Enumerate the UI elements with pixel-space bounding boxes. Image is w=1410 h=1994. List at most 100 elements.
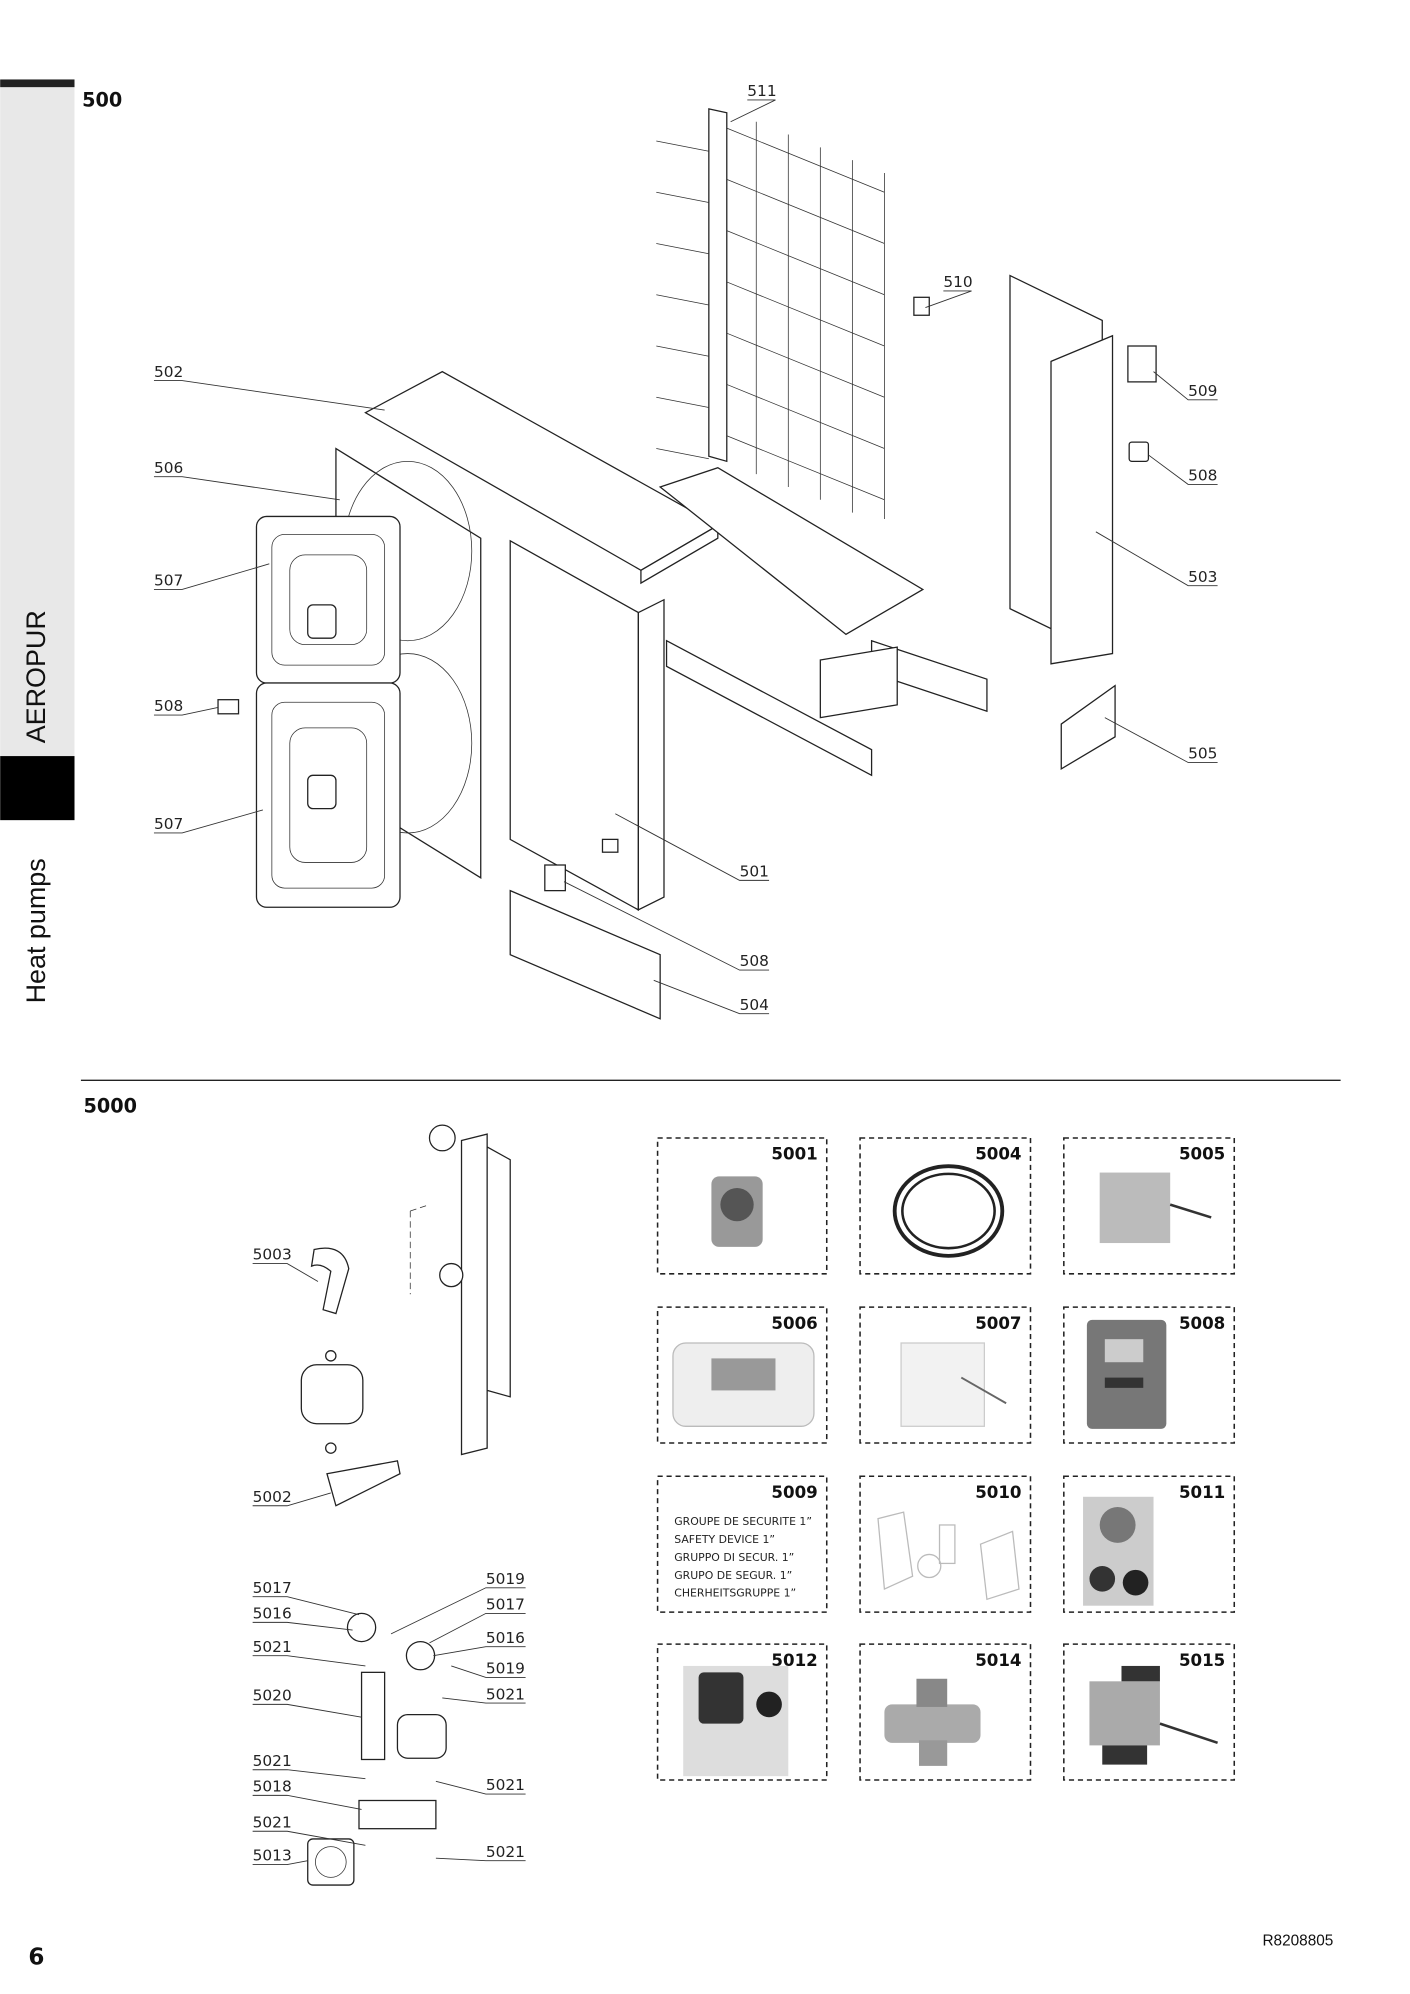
callout-509: 509	[1153, 371, 1218, 401]
svg-text:5021: 5021	[253, 1752, 292, 1770]
fan-guard-507	[255, 515, 401, 908]
svg-text:5007: 5007	[975, 1314, 1021, 1333]
callouts-500: 511 510 502 509 506 508 503 507 508 505 …	[153, 82, 1218, 1015]
callout-5002: 5002	[252, 1488, 331, 1507]
svg-text:5019: 5019	[486, 1570, 525, 1588]
callout-506: 506	[153, 459, 340, 501]
svg-text:5013: 5013	[253, 1847, 292, 1865]
callout-502: 502	[153, 363, 385, 411]
box-5012: 5012	[656, 1643, 828, 1781]
svg-text:5003: 5003	[253, 1246, 292, 1264]
brand-label: AEROPUR	[21, 610, 51, 743]
svg-text:5021: 5021	[486, 1776, 525, 1794]
safety-device-de: CHERHEITSGRUPPE 1”	[674, 1587, 796, 1600]
svg-text:508: 508	[154, 697, 183, 715]
svg-text:509: 509	[1188, 382, 1217, 400]
svg-text:5005: 5005	[1179, 1145, 1225, 1164]
svg-text:5021: 5021	[486, 1843, 525, 1861]
callout-507a: 507	[153, 563, 270, 590]
box-5010: 5010	[859, 1475, 1032, 1613]
valve-actuator-image	[1089, 1665, 1219, 1765]
three-way-valve-image	[884, 1678, 981, 1766]
svg-text:5009: 5009	[771, 1483, 817, 1502]
callout-504: 504	[653, 979, 770, 1015]
safety-device-fr: GROUPE DE SECURITE 1”	[674, 1515, 812, 1528]
callout-5021f: 5021	[435, 1843, 526, 1862]
cable-coil-image	[892, 1164, 1005, 1258]
category-label: Heat pumps	[21, 858, 51, 1003]
box-5004: 5004	[859, 1137, 1032, 1275]
callout-508a: 508	[1148, 454, 1218, 485]
svg-text:507: 507	[154, 815, 183, 833]
box-5001: 5001	[656, 1137, 828, 1275]
sensor-image	[900, 1342, 1007, 1427]
svg-text:503: 503	[1188, 568, 1217, 586]
callout-5021a: 5021	[252, 1638, 366, 1667]
svg-text:5004: 5004	[975, 1145, 1021, 1164]
safety-device-es: GRUPO DE SEGUR. 1”	[674, 1569, 792, 1582]
svg-text:5012: 5012	[771, 1651, 817, 1670]
svg-text:5017: 5017	[486, 1596, 525, 1614]
box-5015: 5015	[1063, 1643, 1236, 1781]
callout-5016b: 5016	[433, 1629, 526, 1657]
motor-actuator-image	[683, 1665, 789, 1777]
svg-text:5006: 5006	[771, 1314, 817, 1333]
section-title-5000: 5000	[83, 1094, 136, 1117]
box-5011: 5011	[1063, 1475, 1236, 1613]
safety-group-insulation-image	[877, 1511, 1020, 1601]
svg-text:507: 507	[154, 572, 183, 590]
callout-5013: 5013	[252, 1847, 308, 1866]
svg-text:508: 508	[740, 952, 769, 970]
svg-text:502: 502	[154, 363, 183, 381]
callout-5021d: 5021	[435, 1776, 526, 1795]
svg-text:5016: 5016	[253, 1605, 292, 1623]
callout-5017b: 5017	[429, 1596, 526, 1644]
svg-text:506: 506	[154, 459, 183, 477]
box-5008: 5008	[1063, 1306, 1236, 1444]
accessory-grid: 5001 5004 5005 5006 5007 5008 5009 GROUP…	[656, 1137, 1236, 1781]
svg-text:511: 511	[747, 82, 776, 100]
callout-5016a: 5016	[252, 1605, 353, 1631]
callout-5021e: 5021	[252, 1813, 366, 1846]
svg-text:5017: 5017	[253, 1579, 292, 1597]
circulator-pump-image	[711, 1176, 763, 1247]
callout-510: 510	[925, 273, 973, 308]
actuator-image	[1099, 1172, 1212, 1244]
svg-text:508: 508	[1188, 467, 1217, 485]
svg-text:5021: 5021	[486, 1685, 525, 1703]
svg-text:5021: 5021	[253, 1813, 292, 1831]
svg-text:5021: 5021	[253, 1638, 292, 1656]
callout-501: 501	[615, 813, 770, 881]
rear-grille-511	[656, 108, 885, 520]
controller-image	[1086, 1319, 1167, 1429]
svg-text:505: 505	[1188, 745, 1217, 763]
box-5009: 5009 GROUPE DE SECURITE 1” SAFETY DEVICE…	[656, 1475, 828, 1613]
box-5014: 5014	[859, 1643, 1032, 1781]
callout-5018: 5018	[252, 1778, 362, 1810]
document-reference: R8208805	[1262, 1932, 1333, 1949]
svg-text:5018: 5018	[253, 1778, 292, 1796]
svg-text:504: 504	[740, 996, 769, 1014]
callout-5021c: 5021	[252, 1752, 366, 1780]
callout-5003: 5003	[252, 1246, 319, 1282]
callout-507b: 507	[153, 809, 264, 834]
callout-5019a: 5019	[390, 1570, 526, 1635]
svg-text:5019: 5019	[486, 1660, 525, 1678]
heat-pump-exploded-drawing	[217, 108, 1157, 1020]
svg-text:5011: 5011	[1179, 1483, 1225, 1502]
callout-5019b: 5019	[451, 1660, 526, 1678]
svg-text:501: 501	[740, 863, 769, 881]
safety-device-en: SAFETY DEVICE 1”	[674, 1533, 775, 1546]
callout-508b: 508	[153, 697, 219, 716]
svg-text:5002: 5002	[253, 1488, 292, 1506]
svg-text:5020: 5020	[253, 1687, 292, 1705]
svg-text:510: 510	[943, 273, 972, 291]
thermostat-image	[672, 1342, 815, 1427]
box-5007: 5007	[859, 1306, 1032, 1444]
svg-text:5015: 5015	[1179, 1651, 1225, 1670]
sidebar: AEROPUR Heat pumps	[0, 79, 75, 1003]
callout-508c: 508	[563, 881, 770, 971]
callouts-5000: 5003 5002 5017 5019 5016 5017 5021 5016 …	[252, 1246, 526, 1866]
callout-5020: 5020	[252, 1687, 362, 1718]
